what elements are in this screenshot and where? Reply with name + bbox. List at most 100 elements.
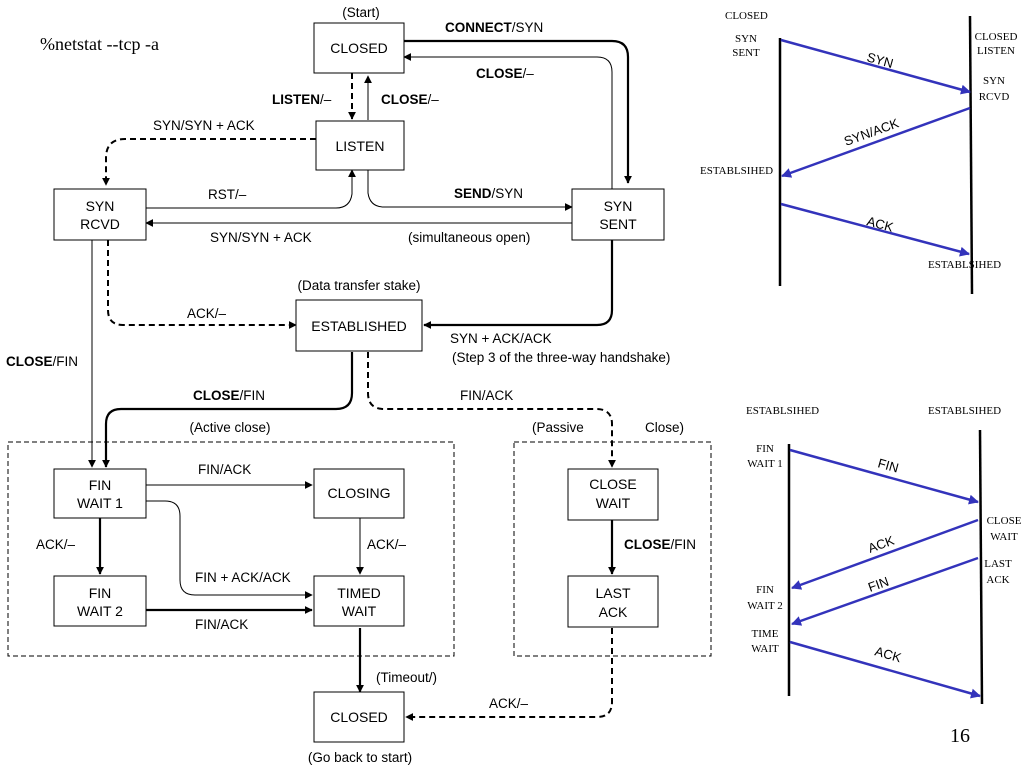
annotation-start: (Start) [342,5,380,20]
teardown-server-timeline [978,429,984,705]
state-closed-bottom: CLOSED [313,691,405,743]
svg-text:FIN: FIN [89,477,112,493]
state-listen: LISTEN [315,120,405,171]
label-listen: LISTEN/– [272,92,332,107]
td-server-last-ack-a: LAST [984,558,1012,570]
svg-text:RCVD: RCVD [80,216,120,232]
edge-syn-synack-top [102,138,316,186]
td-client-time-wait-b: WAIT [751,643,779,655]
hs-server-established: ESTABLSIHED [928,259,1001,271]
svg-text:CLOSED: CLOSED [330,709,388,725]
label-close-fin-mid: CLOSE/FIN [193,388,265,403]
td-arrow-ack-2 [789,640,981,699]
td-arrow-fin-1 [789,448,979,505]
hs-client-closed: CLOSED [725,10,768,22]
page-number: 16 [950,725,970,747]
label-close-fin-left: CLOSE/FIN [6,354,78,369]
annotation-step3: (Step 3 of the three-way handshake) [452,350,670,365]
handshake-diagram: CLOSED SYN SENT CLOSED LISTEN SYN RCVD E… [700,10,1018,295]
state-fin-wait-2: FIN WAIT 2 [53,575,147,627]
hs-server-listen: LISTEN [977,45,1015,57]
td-msg-ack-2: ACK [873,643,903,665]
annotation-active-close: (Active close) [189,420,270,435]
td-msg-fin-1: FIN [876,455,900,475]
edge-ack-established [107,240,297,329]
label-ack-fw2: ACK/– [36,537,76,552]
edge-rst [146,169,356,209]
label-fin-ack-ack: FIN + ACK/ACK [195,570,291,585]
slide-title: %netstat --tcp -a [40,34,159,54]
hs-msg-ack: ACK [865,213,895,234]
label-send: SEND/SYN [454,186,523,201]
state-closing: CLOSING [313,468,405,519]
td-msg-fin-2: FIN [866,574,891,595]
state-closed-top: CLOSED [313,22,405,74]
annotation-simultaneous: (simultaneous open) [408,230,530,245]
annotation-passive: (Passive [532,420,584,435]
td-arrow-fin-2 [791,556,979,626]
hs-arrow-ack [780,202,970,257]
svg-text:SENT: SENT [599,216,637,232]
state-timed-wait: TIMED WAIT [313,575,405,627]
label-synack-ack: SYN + ACK/ACK [450,331,552,346]
svg-text:LISTEN: LISTEN [335,138,384,154]
td-server-established: ESTABLSIHED [928,405,1001,417]
state-syn-sent: SYN SENT [571,188,665,241]
label-fin-ack-passive: FIN/ACK [460,388,513,403]
state-fin-wait-1: FIN WAIT 1 [53,468,147,519]
state-established: ESTABLISHED [295,299,423,352]
td-client-fin-wait-1-a: FIN [756,443,774,455]
label-close-syn-sent: CLOSE/– [476,66,534,81]
svg-text:FIN: FIN [89,585,112,601]
edge-close-fin-mid [102,352,354,468]
edge-fin-ack-ack [146,500,313,599]
active-close-region [7,441,455,657]
svg-text:ACK: ACK [599,604,628,620]
annotation-close: Close) [645,420,684,435]
hs-client-established: ESTABLSIHED [700,165,773,177]
svg-text:LAST: LAST [595,585,630,601]
label-rst: RST/– [208,187,247,202]
td-client-established: ESTABLSIHED [746,405,819,417]
state-last-ack: LAST ACK [567,575,659,628]
label-close-listen: CLOSE/– [381,92,439,107]
annotation-timeout: (Timeout/) [376,670,437,685]
hs-server-syn-rcvd-1: SYN [983,75,1005,87]
svg-text:WAIT: WAIT [596,495,631,511]
td-client-fin-wait-2-a: FIN [756,584,774,596]
svg-text:SYN: SYN [604,198,633,214]
label-connect: CONNECT/SYN [445,20,543,35]
label-ack-closed: ACK/– [489,696,529,711]
td-client-fin-wait-2-b: WAIT 2 [747,600,783,612]
hs-client-syn-sent-1: SYN [735,33,757,45]
hs-msg-syn: SYN [865,49,895,71]
label-syn-synack-top: SYN/SYN + ACK [153,118,255,133]
td-arrow-ack-1 [791,518,979,590]
edge-synack-ack [423,240,614,329]
label-ack-tw: ACK/– [367,537,407,552]
label-close-fin-cw: CLOSE/FIN [624,537,696,552]
td-client-fin-wait-1-b: WAIT 1 [747,458,783,470]
hs-client-syn-sent-2: SENT [732,47,760,59]
svg-text:ESTABLISHED: ESTABLISHED [311,318,406,334]
svg-text:WAIT 1: WAIT 1 [77,495,123,511]
label-fin-ack-closing: FIN/ACK [198,462,251,477]
hs-arrow-syn [780,38,971,95]
teardown-diagram: ESTABLSIHED ESTABLSIHED FIN WAIT 1 CLOSE… [746,405,1022,705]
state-close-wait: CLOSE WAIT [567,468,659,521]
td-server-last-ack-b: ACK [986,574,1009,586]
hs-arrow-synack [781,106,971,178]
label-fin-ack-fw2: FIN/ACK [195,617,248,632]
svg-text:TIMED: TIMED [337,585,381,601]
edge-connect [404,39,632,184]
label-ack-established: ACK/– [187,306,227,321]
edge-fin-ack-passive [367,352,616,468]
edge-send [367,169,573,211]
svg-text:WAIT: WAIT [342,603,377,619]
hs-server-syn-rcvd-2: RCVD [979,91,1010,103]
svg-text:CLOSED: CLOSED [330,40,388,56]
hs-server-closed: CLOSED [975,31,1018,43]
svg-text:CLOSING: CLOSING [327,485,390,501]
svg-text:SYN: SYN [86,198,115,214]
